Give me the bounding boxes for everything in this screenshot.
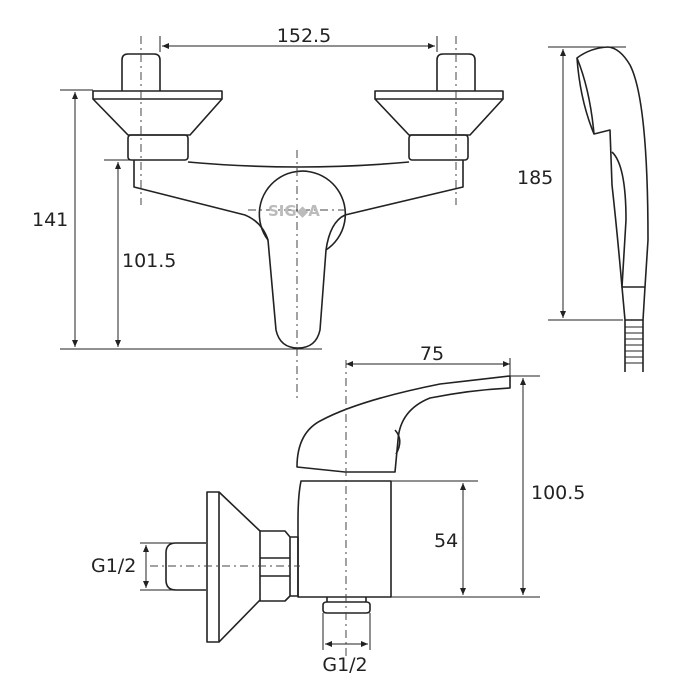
dim-outlet-thread: G1/2: [322, 654, 367, 676]
dim-side-height: 100.5: [531, 482, 585, 504]
inlet-nut: [259, 530, 299, 602]
left-nut: [127, 134, 189, 161]
sigma-logo: SIG◆A: [268, 202, 320, 220]
shower-head: [576, 46, 649, 288]
hand-shower: 185: [517, 46, 649, 372]
inlet-pipe: [165, 542, 206, 591]
dim-inlet-thread: G1/2: [91, 555, 136, 577]
wall-cone: [218, 491, 261, 643]
hose: [624, 320, 644, 372]
wall-flange: [206, 491, 220, 643]
side-lever: [296, 375, 511, 473]
dim-total-height: 141: [32, 209, 68, 231]
right-cone: [374, 98, 504, 136]
front-view: SIG◆A 152.5 141 101.5: [32, 25, 504, 400]
right-nut: [408, 134, 469, 161]
dim-knob-spacing: 152.5: [277, 25, 331, 47]
shower-handle: [621, 286, 646, 321]
dim-body-height: 101.5: [122, 250, 176, 272]
lever-top: [258, 170, 347, 251]
dim-hand-shower-length: 185: [517, 167, 553, 189]
left-cone: [92, 98, 223, 136]
side-body: [297, 480, 392, 598]
body-outline: [133, 160, 464, 349]
dim-spout-reach: 75: [420, 343, 444, 365]
right-flange: [374, 90, 504, 100]
side-view: 75 100.5 54 G1/2 G1/2: [91, 343, 585, 676]
left-flange: [92, 90, 223, 100]
dim-body-depth: 54: [434, 530, 458, 552]
